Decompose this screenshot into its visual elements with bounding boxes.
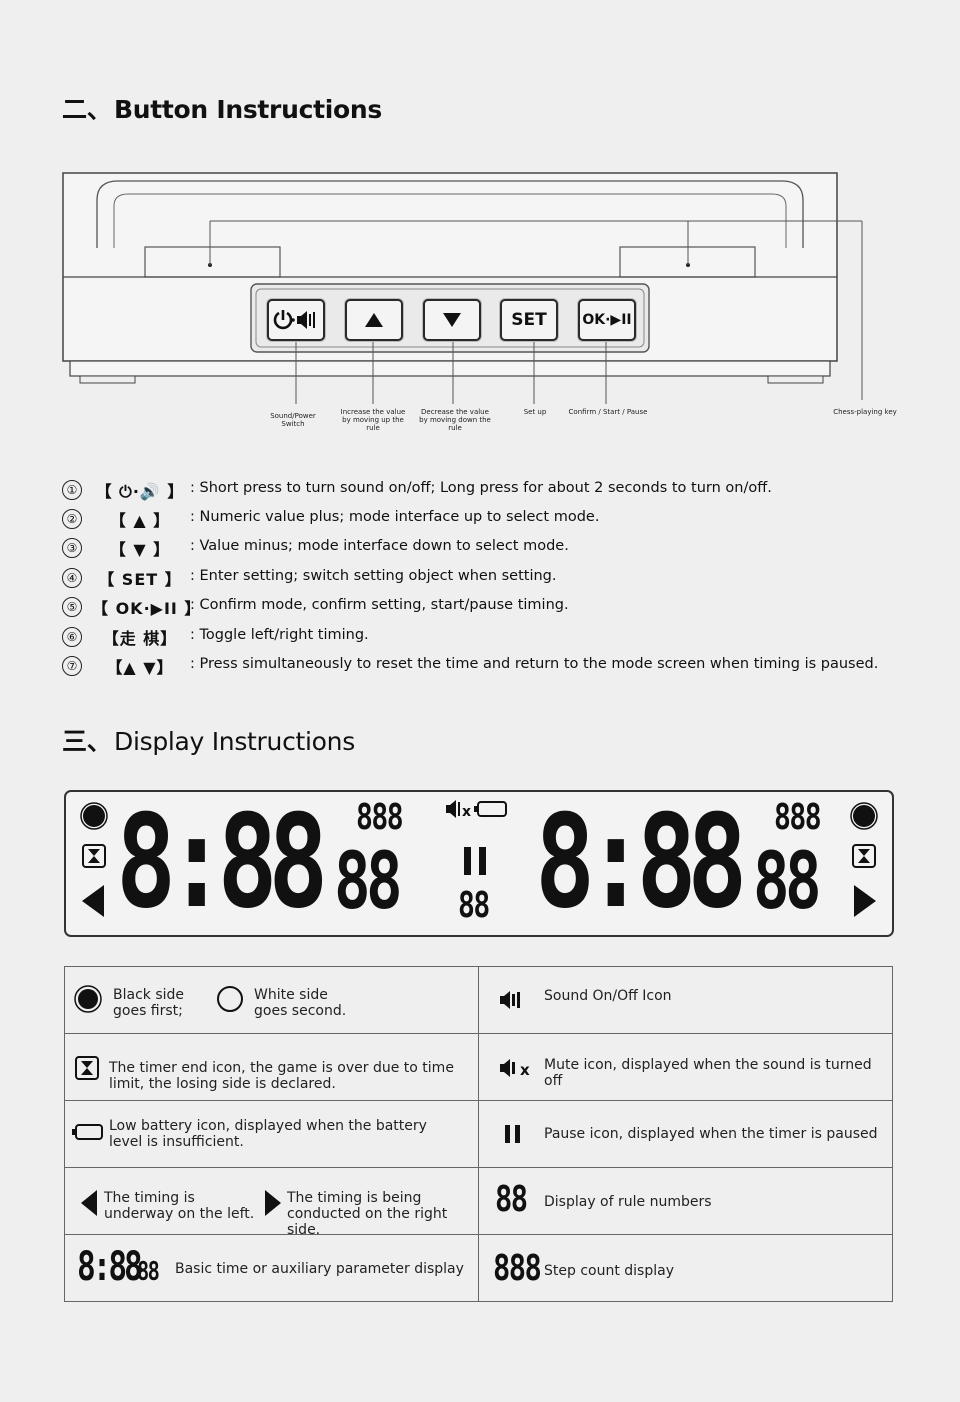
mute-icon: x xyxy=(500,1059,530,1079)
svg-text:x: x xyxy=(520,1061,530,1079)
lcd-graphics: x xyxy=(80,800,878,917)
down-arrow-icon xyxy=(443,313,461,327)
pause-icon xyxy=(505,1125,520,1143)
ok-play-pause-icon: OK·▶II xyxy=(582,312,632,328)
instruction-index: ③ xyxy=(62,538,82,558)
sound-icon-text: Sound On/Off Icon xyxy=(544,988,672,1004)
set-button[interactable]: SET xyxy=(500,299,558,341)
instruction-index: ⑤ xyxy=(62,597,82,617)
instruction-key: 【 ▲ 】 xyxy=(109,511,171,530)
legend-table: Black side goes first; White side goes s… xyxy=(64,966,893,1302)
right-timing-text: The timing is being conducted on the rig… xyxy=(287,1190,448,1238)
instruction-key: 【 SET 】 xyxy=(98,570,182,589)
callout-chess-key: Chess-playing key xyxy=(833,408,897,416)
up-button[interactable] xyxy=(345,299,403,341)
section2-title: Button Instructions xyxy=(114,95,382,124)
right-arrow-icon xyxy=(265,1190,281,1216)
instruction-key: 【走 棋】 xyxy=(102,629,178,648)
low-battery-text: Low battery icon, displayed when the bat… xyxy=(109,1118,427,1150)
ok-start-pause-button[interactable]: OK·▶II xyxy=(578,299,636,341)
set-button-label: SET xyxy=(511,310,547,330)
up-arrow-icon xyxy=(365,313,383,327)
hourglass-icon xyxy=(75,1056,99,1080)
lcd-left-time: 8:88 xyxy=(116,788,328,937)
legend-cell-step-count: 888 Step count display xyxy=(478,1234,893,1302)
lcd-right-small: 88 xyxy=(753,837,822,927)
lcd-right-steps: 888 xyxy=(774,797,822,838)
basic-time-text: Basic time or auxiliary parameter displa… xyxy=(175,1261,464,1277)
left-timing-text: The timing is underway on the left. xyxy=(104,1190,255,1222)
callout-set-up: Set up xyxy=(523,408,547,416)
lcd-left-steps: 888 xyxy=(356,797,404,838)
instruction-desc: : Confirm mode, confirm setting, start/p… xyxy=(190,597,569,613)
instruction-desc: : Value minus; mode interface down to se… xyxy=(190,538,569,554)
callout-decrease: Decrease the value by moving down the ru… xyxy=(419,408,491,432)
lcd-right-time: 8:88 xyxy=(535,788,747,937)
instruction-index: ① xyxy=(62,480,82,500)
section3-heading: 三、Display Instructions xyxy=(62,722,355,758)
white-side-text: White side goes second. xyxy=(254,987,347,1019)
instruction-index: ② xyxy=(62,509,82,529)
sound-icon xyxy=(500,991,520,1009)
instruction-key: 【 OK·▶II 】 xyxy=(92,599,202,618)
basic-time-glyph: 8:88 xyxy=(77,1244,143,1290)
legend-cell-pause: Pause icon, displayed when the timer is … xyxy=(478,1100,893,1168)
legend-cell-timing-sides: The timing is underway on the left. The … xyxy=(64,1167,479,1238)
callout-confirm: Confirm / Start / Pause xyxy=(568,408,648,416)
rule-numbers-text: Display of rule numbers xyxy=(544,1194,712,1210)
power-sound-button[interactable] xyxy=(267,299,325,341)
white-circle-icon xyxy=(217,986,243,1012)
legend-cell-mute: x Mute icon, displayed when the sound is… xyxy=(478,1033,893,1101)
instruction-desc: : Enter setting; switch setting object w… xyxy=(190,568,557,584)
black-circle-icon xyxy=(74,985,102,1013)
lcd-display: x 8:88 88 888 88 8:88 88 888 xyxy=(64,788,894,937)
legend-cell-rule-numbers: 88 Display of rule numbers xyxy=(478,1167,893,1235)
section2-number: 二、 xyxy=(62,95,112,124)
legend-cell-basic-time: 8:88 88 Basic time or auxiliary paramete… xyxy=(64,1234,479,1302)
power-sound-icon xyxy=(273,310,315,330)
svg-text:x: x xyxy=(462,804,471,820)
instruction-key: 【 ⏻·🔊 】 xyxy=(95,482,185,501)
section3-title: Display Instructions xyxy=(114,727,355,756)
instruction-index: ⑥ xyxy=(62,627,82,647)
basic-time-small-glyph: 88 xyxy=(137,1257,160,1287)
section2-heading: 二、Button Instructions xyxy=(62,90,382,126)
instruction-desc: : Numeric value plus; mode interface up … xyxy=(190,509,600,525)
instruction-desc: : Short press to turn sound on/off; Long… xyxy=(190,480,772,496)
rule-number-glyph: 88 xyxy=(495,1179,528,1220)
instruction-key: 【▲ ▼】 xyxy=(106,658,174,677)
section3-number: 三、 xyxy=(62,727,112,756)
down-button[interactable] xyxy=(423,299,481,341)
instruction-desc: : Toggle left/right timing. xyxy=(190,627,369,643)
battery-icon xyxy=(72,1124,103,1140)
legend-cell-battery: Low battery icon, displayed when the bat… xyxy=(64,1100,479,1168)
black-side-text: Black side goes first; xyxy=(113,987,185,1019)
left-arrow-icon xyxy=(81,1190,97,1216)
instruction-index: ④ xyxy=(62,568,82,588)
instruction-index: ⑦ xyxy=(62,656,82,676)
legend-cell-sides: Black side goes first; White side goes s… xyxy=(64,966,479,1034)
timer-end-text: The timer end icon, the game is over due… xyxy=(109,1060,454,1092)
mute-icon-text: Mute icon, displayed when the sound is t… xyxy=(544,1057,872,1089)
callout-sound-power: Sound/Power Switch xyxy=(270,412,316,428)
step-count-glyph: 888 xyxy=(493,1248,542,1289)
legend-cell-sound: Sound On/Off Icon xyxy=(478,966,893,1034)
instruction-desc: : Press simultaneously to reset the time… xyxy=(190,656,879,672)
pause-icon-text: Pause icon, displayed when the timer is … xyxy=(544,1126,878,1142)
lcd-left-small: 88 xyxy=(334,837,403,927)
legend-cell-timer-end: The timer end icon, the game is over due… xyxy=(64,1033,479,1101)
instruction-key: 【 ▼ 】 xyxy=(109,540,171,559)
lcd-center-rule: 88 xyxy=(458,885,490,926)
callout-increase: Increase the value by moving up the rule xyxy=(340,408,406,432)
step-count-text: Step count display xyxy=(544,1263,674,1279)
